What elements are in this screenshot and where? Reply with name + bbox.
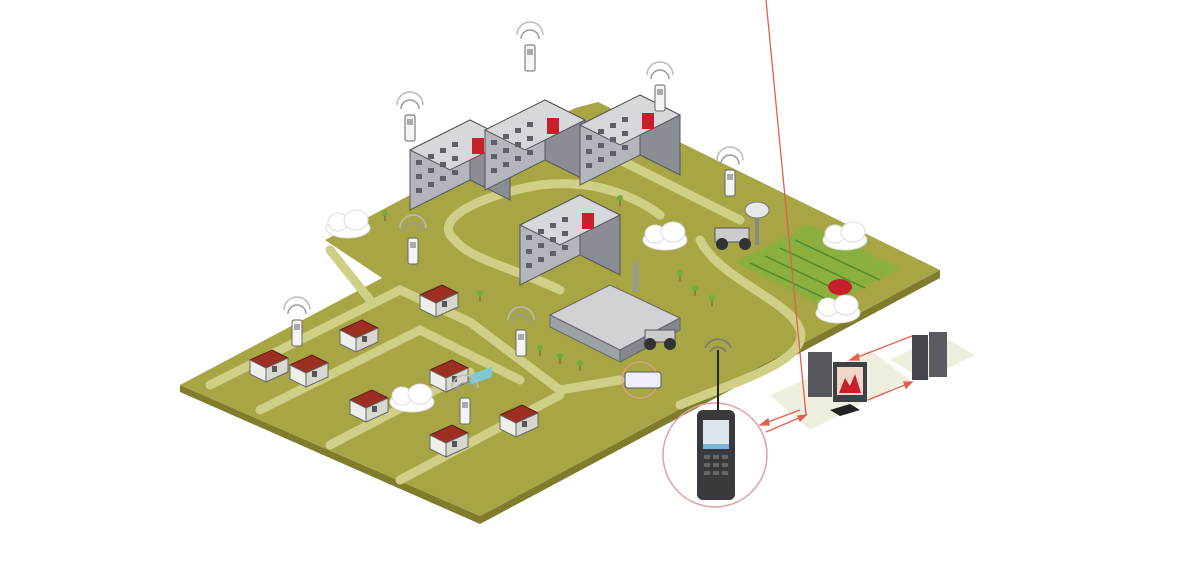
meter-red-icon xyxy=(828,279,852,295)
tractor-icon xyxy=(644,227,751,350)
server-rack-icon[interactable] xyxy=(890,332,975,380)
handheld-terminal-icon[interactable] xyxy=(662,338,768,508)
farm-field xyxy=(735,225,900,308)
van-icon xyxy=(621,361,662,399)
data-link-arrows xyxy=(758,0,914,433)
water-tower-icon xyxy=(744,201,770,245)
desktop-computer-icon[interactable] xyxy=(770,350,910,430)
